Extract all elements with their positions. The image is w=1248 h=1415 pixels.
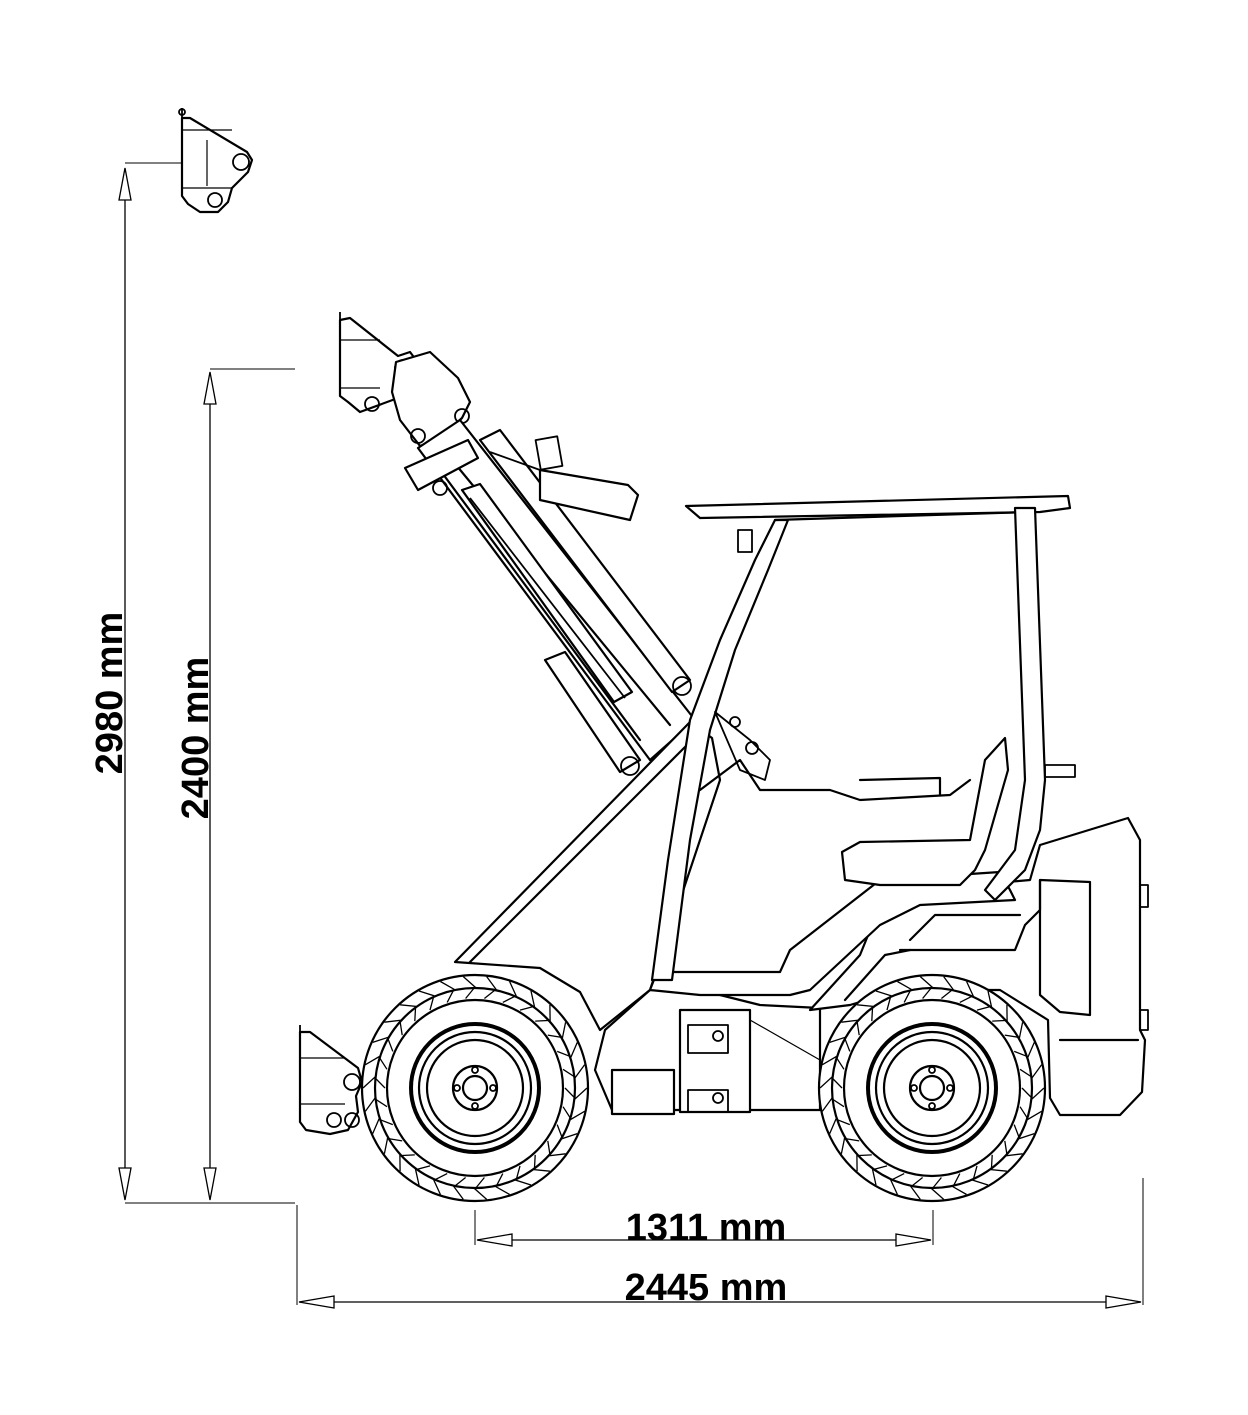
tread-lug [418, 990, 435, 1011]
length-label: 2445 mm [625, 1267, 788, 1309]
tread-lug [519, 990, 536, 1011]
wheelbase-label: 1311 mm [626, 1207, 787, 1249]
tread-lug [362, 1076, 386, 1089]
tread-lug [495, 1173, 510, 1196]
tread-lug [535, 1004, 551, 1022]
tread-lug [400, 1004, 417, 1022]
tread-lug [372, 1118, 394, 1134]
max-height-label: 2980 mm [89, 612, 131, 775]
tread-lug [515, 1165, 532, 1186]
tread-lug [365, 1055, 388, 1070]
tread-lug [1019, 1064, 1043, 1079]
tread-lug [547, 1022, 567, 1039]
rear-wheel [817, 973, 1047, 1203]
tread-lug [940, 976, 954, 1000]
tread-lug [399, 1154, 415, 1172]
height-label: 2400 mm [175, 657, 217, 820]
tread-lug [1013, 1124, 1035, 1140]
loader-body [453, 494, 1149, 1117]
tread-lug [972, 1165, 989, 1186]
dimension-length [296, 1178, 1144, 1309]
tread-lug [875, 990, 892, 1011]
tread-lug [829, 1118, 851, 1134]
dimension-max-height [118, 162, 295, 1204]
tread-lug [959, 981, 974, 1003]
tread-lug [992, 1004, 1008, 1022]
tread-lug [990, 1154, 1007, 1172]
tread-lug [483, 976, 497, 1000]
tread-lug [840, 1137, 860, 1154]
tread-lug [453, 1176, 467, 1200]
tread-lug [383, 1137, 403, 1154]
tread-lug [533, 1154, 550, 1172]
tread-lug [414, 1165, 431, 1186]
tread-lug [556, 1124, 578, 1140]
tread-lug [384, 1019, 403, 1036]
tread-lug [1021, 1087, 1045, 1100]
tire-treads [362, 976, 1045, 1200]
tread-lug [856, 1154, 872, 1172]
tread-lug [919, 976, 933, 999]
tread-lug [562, 1064, 586, 1079]
tread-lug [819, 1076, 843, 1089]
tread-lug [890, 1173, 905, 1195]
tread-lug [372, 1036, 394, 1052]
raised-attachment-plate [178, 108, 254, 214]
tread-lug [897, 980, 912, 1003]
tread-lug [556, 1042, 578, 1058]
loader-arm [338, 312, 697, 776]
front-wheel [360, 973, 590, 1203]
tread-lug [1004, 1140, 1023, 1157]
articulation-joint [610, 1008, 821, 1116]
tread-lug [822, 1055, 845, 1070]
tread-lug [1013, 1042, 1035, 1058]
tread-lug [871, 1165, 888, 1186]
dimension-height [203, 368, 295, 1201]
tread-lug [547, 1140, 566, 1157]
tread-lug [829, 1036, 851, 1052]
tread-lug [502, 981, 517, 1003]
tread-lug [440, 980, 455, 1003]
tread-lug [462, 976, 476, 999]
tread-lug [474, 1177, 488, 1200]
tread-lug [910, 1176, 924, 1200]
tread-lug [433, 1173, 448, 1195]
tread-lug [931, 1177, 945, 1200]
tread-lug [364, 1097, 388, 1112]
tread-lug [976, 990, 993, 1011]
tread-lug [821, 1097, 845, 1112]
tread-lug [1004, 1022, 1024, 1039]
tread-lug [841, 1019, 860, 1036]
front-attachment-plate [298, 1025, 364, 1136]
tread-lug [1019, 1106, 1042, 1121]
tread-lug [857, 1004, 874, 1022]
tread-lug [564, 1087, 588, 1100]
tread-lug [562, 1106, 585, 1121]
dimension-wheelbase [474, 1210, 934, 1247]
tread-lug [952, 1173, 967, 1196]
